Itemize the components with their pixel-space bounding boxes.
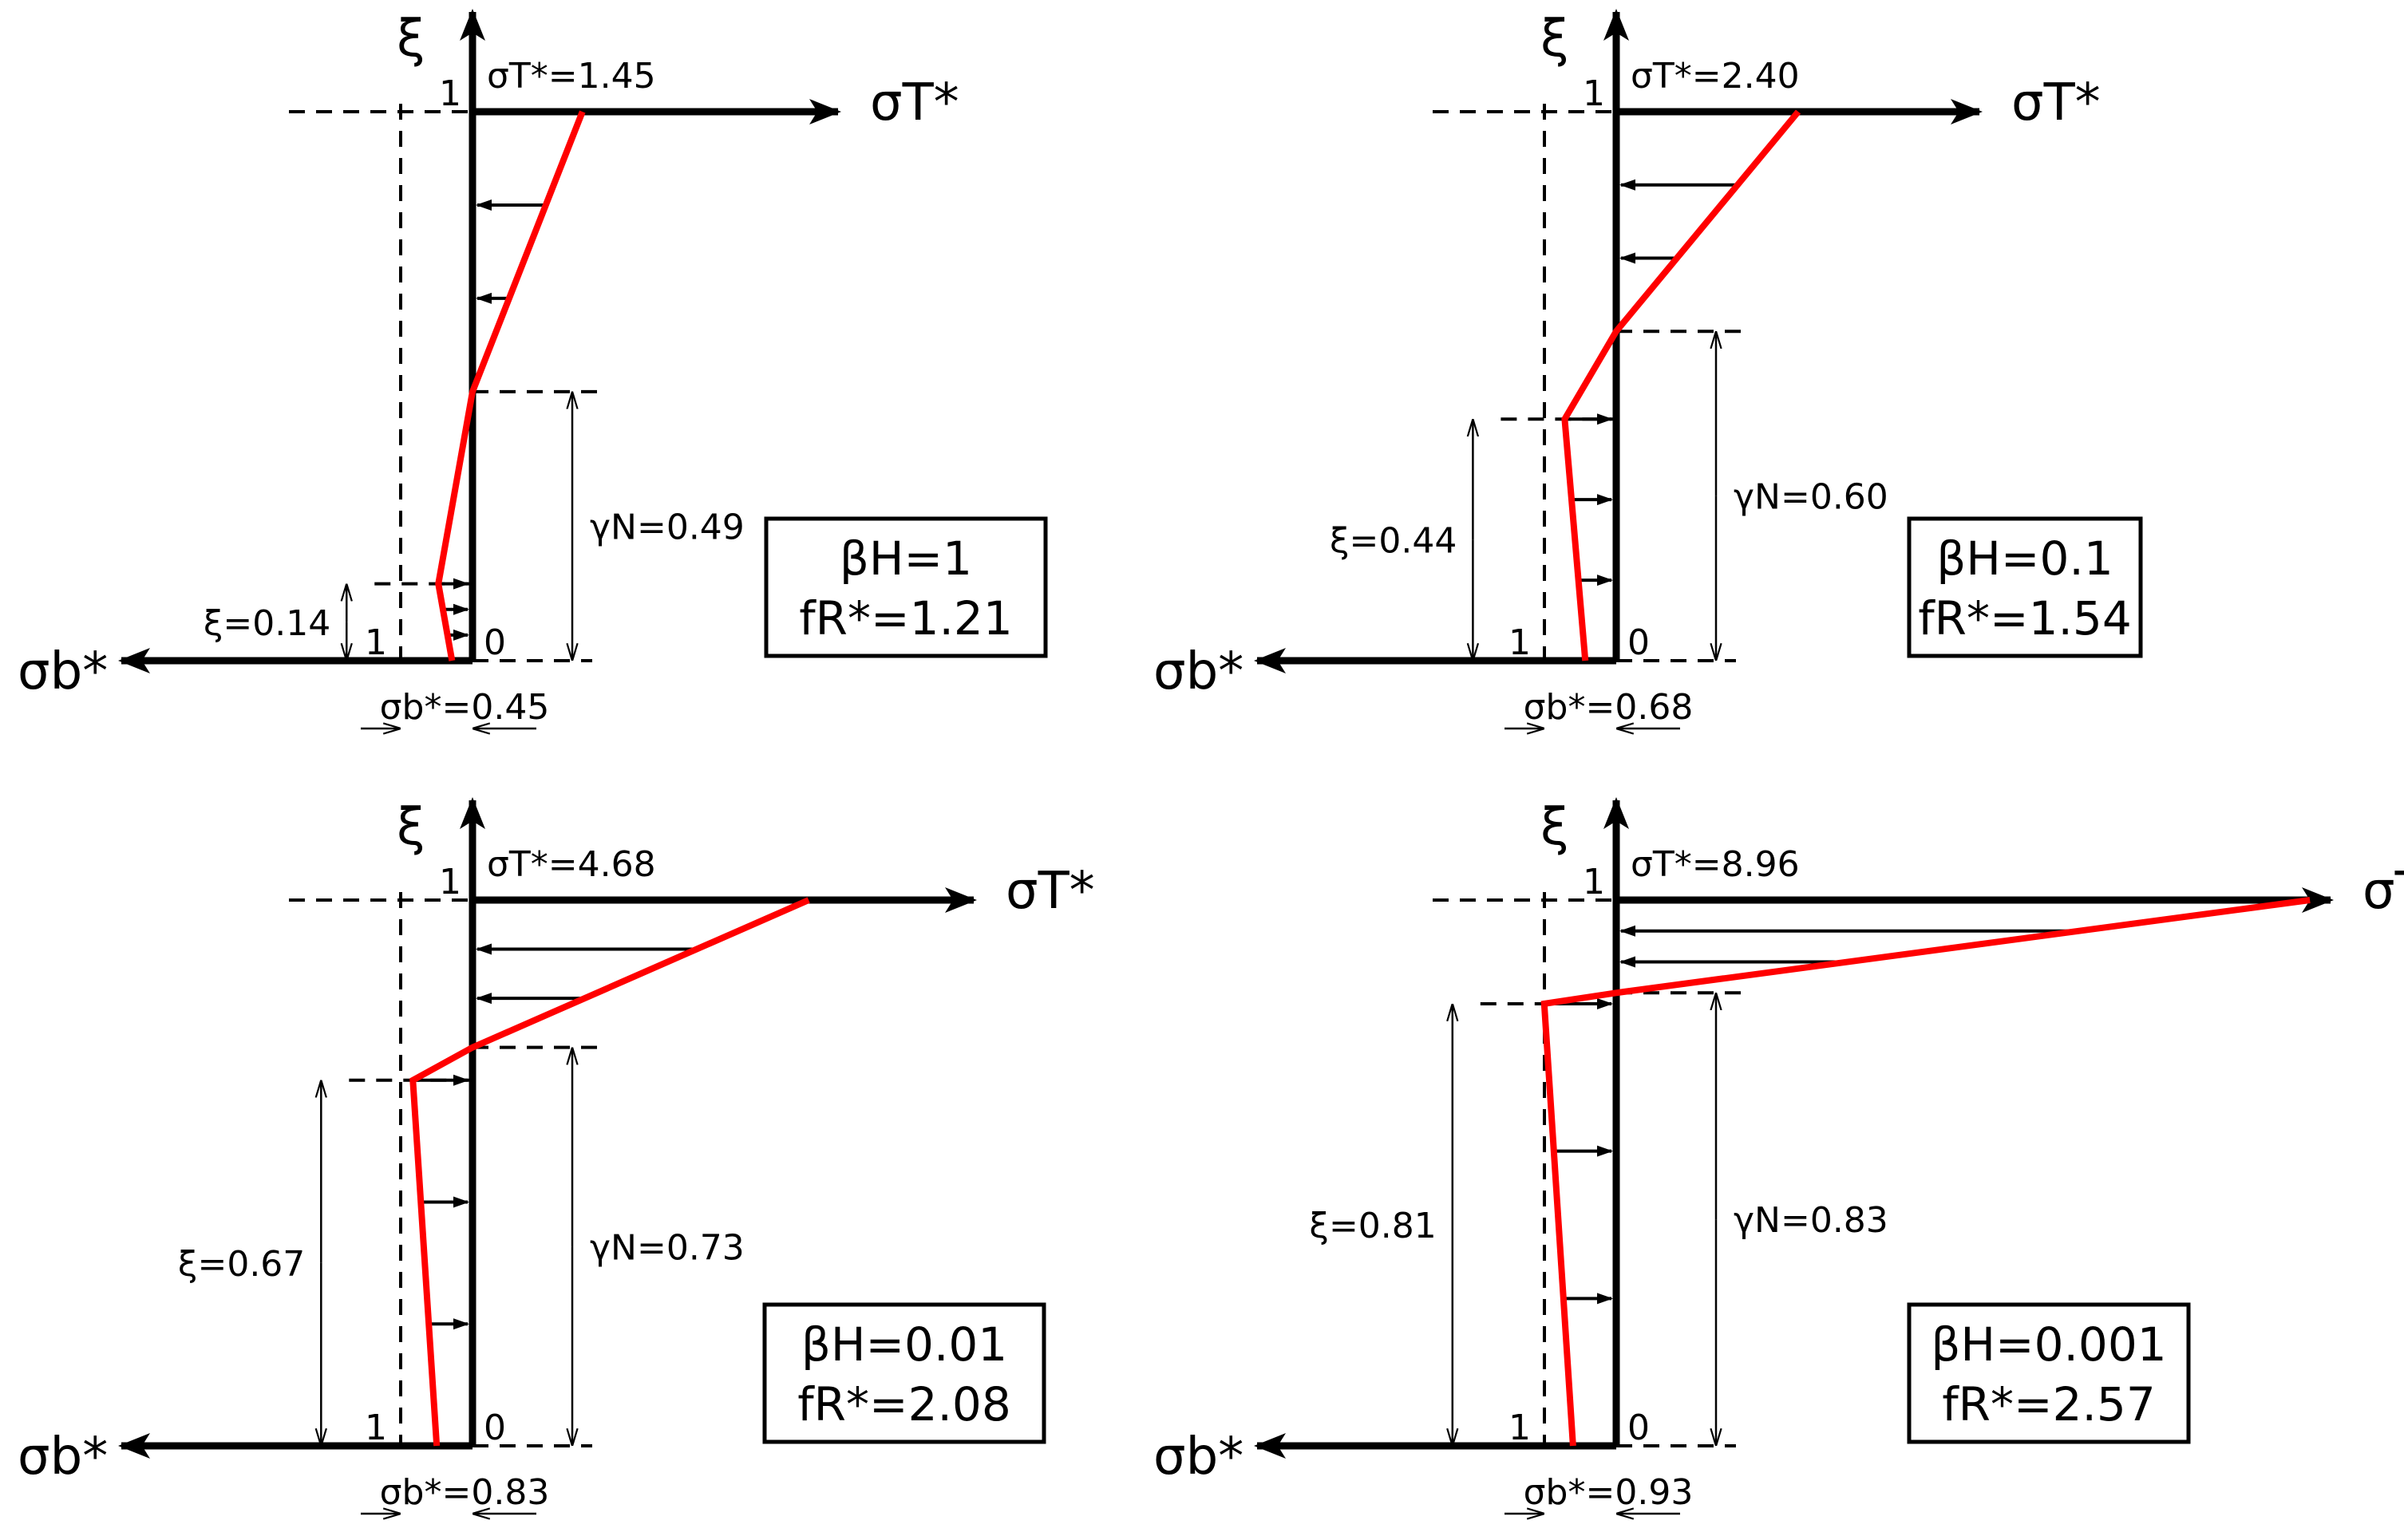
tick-one-bottom: 1 xyxy=(1508,1408,1531,1448)
f-r-label: fR*=2.57 xyxy=(1942,1377,2155,1431)
sigma-t-axis-label: σT* xyxy=(870,73,959,132)
sigma-t-value-label: σT*=1.45 xyxy=(487,56,656,97)
panel-bottom-left: ξ σT* σb* 1 1 0 σT*=4.68 σb*=0.83 ξ=0.67 γN=0.73 β… xyxy=(18,797,1095,1514)
gamma-value-label: γN=0.60 xyxy=(1734,477,1888,518)
beta-h-label: βH=0.01 xyxy=(801,1317,1007,1372)
sigma-b-axis-label: σb* xyxy=(1153,642,1244,701)
tick-zero: 0 xyxy=(1627,622,1650,663)
beta-h-label: βH=0.1 xyxy=(1936,531,2113,586)
xi-axis-label: ξ xyxy=(397,10,425,69)
tick-zero: 0 xyxy=(1627,1408,1650,1448)
gamma-value-label: γN=0.73 xyxy=(590,1227,745,1268)
beta-h-label: βH=0.001 xyxy=(1931,1317,2166,1372)
sigma-b-axis-label: σb* xyxy=(18,642,108,701)
sigma-b-value-label: σb*=0.93 xyxy=(1524,1472,1694,1513)
tick-zero: 0 xyxy=(484,622,506,663)
tick-one-top: 1 xyxy=(439,862,461,902)
tick-one-bottom: 1 xyxy=(1508,622,1531,663)
tick-one-bottom: 1 xyxy=(365,1408,387,1448)
tick-zero: 0 xyxy=(484,1408,506,1448)
xi-axis-label: ξ xyxy=(1540,798,1569,857)
sigma-t-axis-label: σT* xyxy=(1006,862,1095,921)
tick-one-top: 1 xyxy=(1583,862,1605,902)
stress-distribution-line xyxy=(435,110,586,661)
xi-axis-label: ξ xyxy=(1540,10,1569,69)
tick-one-top: 1 xyxy=(439,73,461,114)
stress-distribution-line xyxy=(1561,109,1801,661)
sigma-t-axis-label: σT* xyxy=(2011,73,2101,132)
panel-bottom-right: ξ σT* σb* 1 1 0 σT*=8.96 σb*=0.93 ξ=0.81 γN=0.83 β… xyxy=(1153,797,2404,1514)
sigma-t-value-label: σT*=4.68 xyxy=(487,844,656,885)
gamma-value-label: γN=0.49 xyxy=(590,507,745,547)
sigma-t-value-label: σT*=8.96 xyxy=(1631,844,1800,885)
xi-value-label: ξ=0.81 xyxy=(1309,1206,1436,1246)
panel-top-left: ξ σT* σb* 1 1 0 σT*=1.45 σb*=0.45 ξ=0.14 γN=0.49 β… xyxy=(18,9,1048,729)
parameter-box xyxy=(764,516,1048,658)
tick-one-top: 1 xyxy=(1583,73,1605,114)
parameter-box xyxy=(1907,516,2143,658)
f-r-label: fR*=1.54 xyxy=(1918,591,2131,646)
xi-value-label: ξ=0.67 xyxy=(178,1244,305,1285)
xi-axis-label: ξ xyxy=(397,798,425,857)
sigma-b-value-label: σb*=0.68 xyxy=(1524,687,1694,728)
tick-one-bottom: 1 xyxy=(365,622,387,663)
sigma-b-axis-label: σb* xyxy=(18,1427,108,1487)
sigma-t-axis-label: σT* xyxy=(2362,862,2404,921)
gamma-value-label: γN=0.83 xyxy=(1734,1200,1888,1241)
f-r-label: fR*=1.21 xyxy=(799,591,1012,646)
beta-h-label: βH=1 xyxy=(840,531,972,586)
sigma-b-value-label: σb*=0.45 xyxy=(380,687,550,728)
parameter-box xyxy=(1907,1302,2191,1444)
panel-top-right: ξ σT* σb* 1 1 0 σT*=2.40 σb*=0.68 ξ=0.44 γN=0.60 β… xyxy=(1153,9,2143,729)
sigma-b-value-label: σb*=0.83 xyxy=(380,1472,550,1513)
stress-distribution-line xyxy=(409,897,810,1447)
stress-distribution-line xyxy=(1540,897,2311,1447)
f-r-label: fR*=2.08 xyxy=(797,1377,1010,1431)
parameter-box xyxy=(762,1302,1046,1444)
xi-value-label: ξ=0.44 xyxy=(1330,521,1457,562)
sigma-b-axis-label: σb* xyxy=(1153,1427,1244,1487)
sigma-t-value-label: σT*=2.40 xyxy=(1631,56,1800,97)
xi-value-label: ξ=0.14 xyxy=(204,603,330,644)
